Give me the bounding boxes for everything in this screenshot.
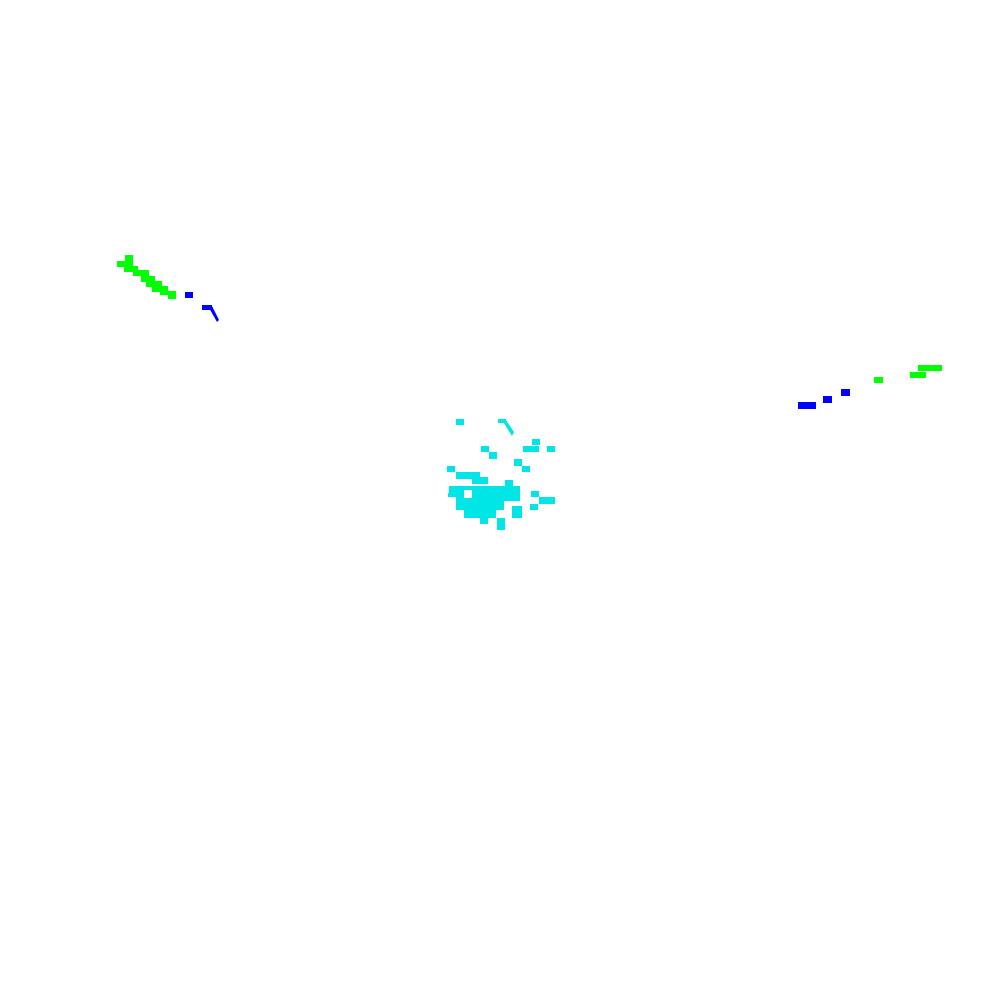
cyan-pixel (523, 446, 539, 452)
cyan-pixel (449, 486, 465, 494)
green-pixel (117, 261, 133, 267)
green-pixel (168, 291, 176, 299)
cyan-pixel (481, 446, 489, 452)
cyan-pixel (456, 493, 520, 501)
green-pixel (141, 276, 155, 282)
right-streak (798, 365, 942, 409)
cyan-pixel (464, 486, 520, 493)
cyan-pixel (489, 452, 497, 459)
green-pixel (160, 289, 168, 295)
cyan-pixel (456, 500, 504, 510)
cyan-pixel (480, 518, 488, 524)
cyan-pixel (531, 491, 539, 497)
cyan-pixel (512, 506, 522, 518)
cyan-pixel (497, 518, 505, 530)
blue-pixel (823, 396, 832, 403)
blue-pixel (841, 389, 850, 396)
cyan-pixel (530, 504, 538, 510)
upper-left-streak (117, 255, 219, 322)
cyan-pixel (498, 419, 506, 423)
cyan-pixel (522, 466, 530, 472)
gap-pixel (464, 490, 472, 498)
cyan-pixel (514, 459, 522, 466)
cyan-pixel (448, 493, 456, 497)
cyan-pixel (502, 420, 514, 436)
green-pixel (124, 266, 138, 272)
blue-pixel (185, 292, 193, 298)
cyan-pixel (464, 510, 496, 518)
cyan-pixel (456, 472, 480, 479)
blue-pixel (202, 305, 212, 310)
green-pixel (918, 365, 942, 371)
blue-pixel (208, 306, 219, 322)
green-pixel (874, 377, 883, 383)
cyan-pixel (539, 497, 555, 504)
cyan-pixel (447, 466, 455, 472)
cyan-pixel (547, 446, 555, 452)
green-pixel (133, 270, 149, 276)
green-pixel (125, 255, 133, 261)
cyan-pixel (456, 419, 464, 425)
green-pixel (910, 372, 926, 378)
center-cloud (447, 419, 555, 530)
blue-pixel (798, 402, 816, 409)
cyan-pixel (472, 477, 488, 484)
cyan-pixel (532, 439, 540, 445)
green-pixel (146, 281, 162, 287)
cyan-pixel (505, 480, 513, 486)
